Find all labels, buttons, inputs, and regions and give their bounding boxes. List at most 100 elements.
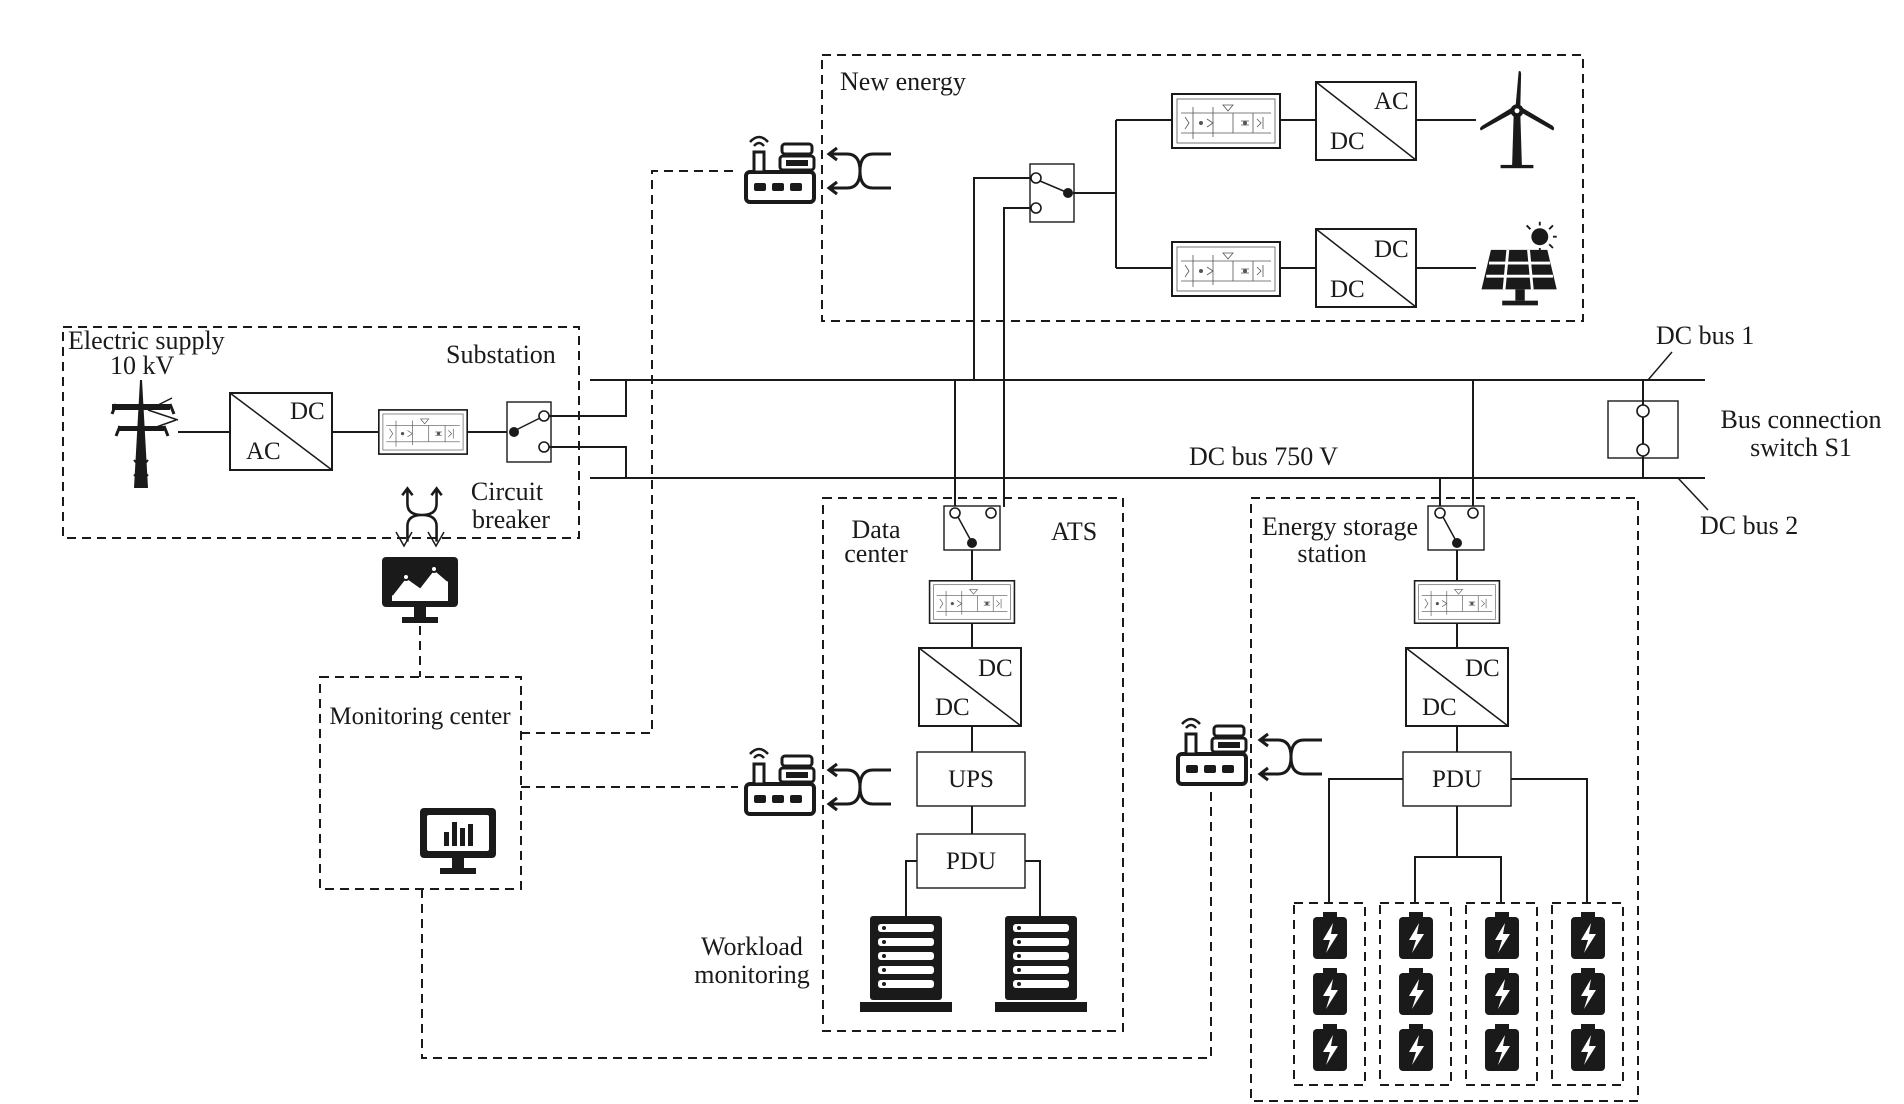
selector-contact-bottom bbox=[1030, 202, 1042, 214]
dashboard-monitor-icon bbox=[381, 556, 459, 624]
data-center-converter-bottom-label: DC bbox=[935, 694, 970, 721]
data-center-label-1: Data bbox=[851, 515, 901, 544]
breaker-to-bus1 bbox=[549, 380, 627, 417]
substation-converter-bottom-label: AC bbox=[246, 438, 281, 465]
storage-converter-top-label: DC bbox=[1465, 655, 1500, 682]
circuit-filter-icon bbox=[928, 580, 1016, 624]
data-center-group bbox=[822, 497, 1124, 1032]
pdu-to-server-right bbox=[1025, 860, 1041, 918]
ups-block bbox=[916, 751, 1026, 807]
battery-icon bbox=[1485, 968, 1519, 1015]
dc-bus-2-pointer bbox=[1677, 477, 1709, 511]
pdu-to-battery-pack-1 bbox=[1328, 778, 1403, 903]
comm-link-new-energy bbox=[521, 170, 735, 734]
router-icon bbox=[746, 137, 814, 202]
circuit-filter-icon bbox=[1413, 580, 1501, 624]
pv-converter-bottom-label: DC bbox=[1330, 276, 1365, 303]
server-rack-icon bbox=[995, 916, 1087, 1012]
power-tower-icon bbox=[110, 380, 180, 490]
breaker-blade bbox=[515, 417, 541, 431]
solar-panel-icon bbox=[1480, 220, 1559, 307]
wind-turbine-icon bbox=[1479, 71, 1555, 169]
ats-blade bbox=[957, 516, 971, 540]
battery-pack-1 bbox=[1293, 902, 1366, 1086]
battery-icon bbox=[1485, 1024, 1519, 1071]
selector-pivot bbox=[1063, 188, 1073, 198]
energy-storage-label-1: Energy storage bbox=[1262, 512, 1418, 541]
monitoring-center-label: Monitoring center bbox=[329, 703, 511, 730]
circuit-filter-icon bbox=[378, 409, 468, 455]
storage-ats-blade bbox=[1442, 516, 1456, 540]
monitoring-center-group bbox=[319, 676, 522, 890]
bus-switch-contact-bottom bbox=[1636, 443, 1650, 457]
dc-bus-1-label: DC bus 1 bbox=[1656, 321, 1754, 350]
selector-blade bbox=[1039, 180, 1067, 193]
energy-storage-label-2: station bbox=[1297, 539, 1366, 568]
dcdc-diagonal bbox=[918, 647, 1022, 727]
chart-monitor-icon bbox=[420, 808, 496, 874]
battery-icon bbox=[1399, 1024, 1433, 1071]
battery-icon bbox=[1313, 1024, 1347, 1071]
router-icon bbox=[746, 749, 814, 814]
workload-monitoring-label-1: Workload bbox=[701, 932, 803, 961]
network-switch-icon bbox=[827, 762, 893, 812]
substation-converter-top-label: DC bbox=[290, 398, 325, 425]
breaker-to-bus2 bbox=[549, 446, 627, 478]
circuit-breaker-label-2: breaker bbox=[472, 505, 550, 534]
router-icon bbox=[1178, 719, 1246, 784]
network-switch-icon bbox=[1258, 732, 1324, 782]
circuit-breaker-label-1: Circuit bbox=[471, 477, 544, 506]
dc-bus-2-label: DC bus 2 bbox=[1700, 511, 1798, 540]
substation-label: Substation bbox=[446, 340, 556, 369]
data-center-converter-top-label: DC bbox=[978, 655, 1013, 682]
dc-bus-1-pointer bbox=[1647, 351, 1673, 381]
storage-ats-contact-right bbox=[1467, 507, 1479, 519]
storage-converter-bottom-label: DC bbox=[1422, 694, 1457, 721]
battery-icon bbox=[1399, 968, 1433, 1015]
dc-bus-voltage-label: DC bus 750 V bbox=[1189, 442, 1338, 471]
pv-converter-diagonal bbox=[1315, 228, 1417, 308]
new-energy-feeder-bus1 bbox=[973, 177, 1031, 380]
ups-label: UPS bbox=[948, 766, 994, 793]
electric-supply-voltage-label: 10 kV bbox=[110, 351, 175, 380]
server-rack-icon bbox=[860, 916, 952, 1012]
bus-switch-label-1: Bus connection bbox=[1720, 405, 1881, 434]
battery-pack-4 bbox=[1551, 902, 1624, 1086]
pdu-to-battery-pack-2-3 bbox=[1414, 856, 1502, 903]
battery-icon bbox=[1313, 912, 1347, 959]
battery-icon bbox=[1313, 968, 1347, 1015]
pv-converter-top-label: DC bbox=[1374, 236, 1409, 263]
battery-pack-3 bbox=[1465, 902, 1538, 1086]
breaker-contact-top bbox=[538, 410, 550, 422]
circuit-filter-icon bbox=[1171, 93, 1281, 149]
new-energy-group bbox=[821, 54, 1584, 322]
network-switch-icon bbox=[400, 486, 444, 544]
pdu-to-server-left bbox=[905, 860, 917, 918]
substation-group bbox=[62, 326, 580, 539]
bus-switch-label-2: switch S1 bbox=[1750, 433, 1852, 462]
electric-supply-label: Electric supply bbox=[68, 326, 225, 355]
bus-switch-contact-top bbox=[1636, 404, 1650, 418]
battery-icon bbox=[1399, 912, 1433, 959]
wind-converter-top-label: AC bbox=[1374, 88, 1409, 115]
data-center-pdu-block bbox=[916, 833, 1026, 889]
storage-pdu-label: PDU bbox=[1432, 766, 1482, 793]
storage-pdu-block bbox=[1402, 751, 1512, 807]
new-energy-label: New energy bbox=[840, 67, 966, 96]
ats-label: ATS bbox=[1051, 517, 1097, 546]
workload-monitoring-label-2: monitoring bbox=[694, 960, 810, 989]
pdu-to-battery-pack-4 bbox=[1511, 778, 1588, 903]
battery-icon bbox=[1571, 1024, 1605, 1071]
network-switch-arrowheads bbox=[395, 531, 445, 548]
data-center-pdu-label: PDU bbox=[946, 848, 996, 875]
battery-icon bbox=[1485, 912, 1519, 959]
wind-converter-diagonal bbox=[1315, 81, 1417, 161]
comm-link-energy-storage bbox=[421, 775, 1212, 1059]
network-switch-icon bbox=[827, 146, 893, 196]
storage-ats-pivot bbox=[1452, 538, 1462, 548]
wind-converter-bottom-label: DC bbox=[1330, 128, 1365, 155]
ats-contact-right bbox=[985, 507, 997, 519]
selector-contact-top bbox=[1030, 172, 1042, 184]
